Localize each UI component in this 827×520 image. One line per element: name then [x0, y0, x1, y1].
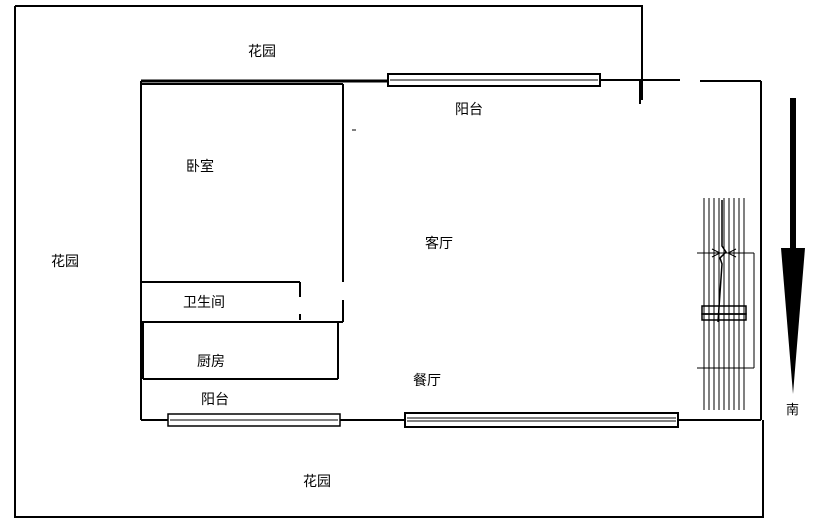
kitchen-label: 厨房: [197, 354, 225, 370]
balcony-window-top: [387, 73, 601, 87]
garden-top-label: 花园: [248, 44, 276, 60]
balcony-top-label: 阳台: [455, 102, 483, 118]
garden-bottom-label: 花园: [303, 474, 331, 490]
living-room-label: 客厅: [425, 236, 453, 252]
house-walls: [140, 79, 762, 421]
south-label: 南: [786, 403, 800, 418]
garden-left-label: 花园: [51, 254, 79, 270]
interior-walls: [141, 80, 641, 380]
dining-room-label: 餐厅: [413, 373, 441, 389]
staircase-icon: [697, 198, 755, 410]
bedroom-label: 卧室: [186, 159, 214, 175]
dining-window: [404, 412, 679, 428]
balcony-bottom-label: 阳台: [201, 392, 229, 408]
balcony-window-bottom: [167, 413, 341, 427]
south-arrow-icon: [781, 98, 805, 394]
tick-marks: [352, 80, 366, 131]
outer-boundary: [14, 5, 764, 518]
bathroom-label: 卫生间: [183, 295, 225, 311]
